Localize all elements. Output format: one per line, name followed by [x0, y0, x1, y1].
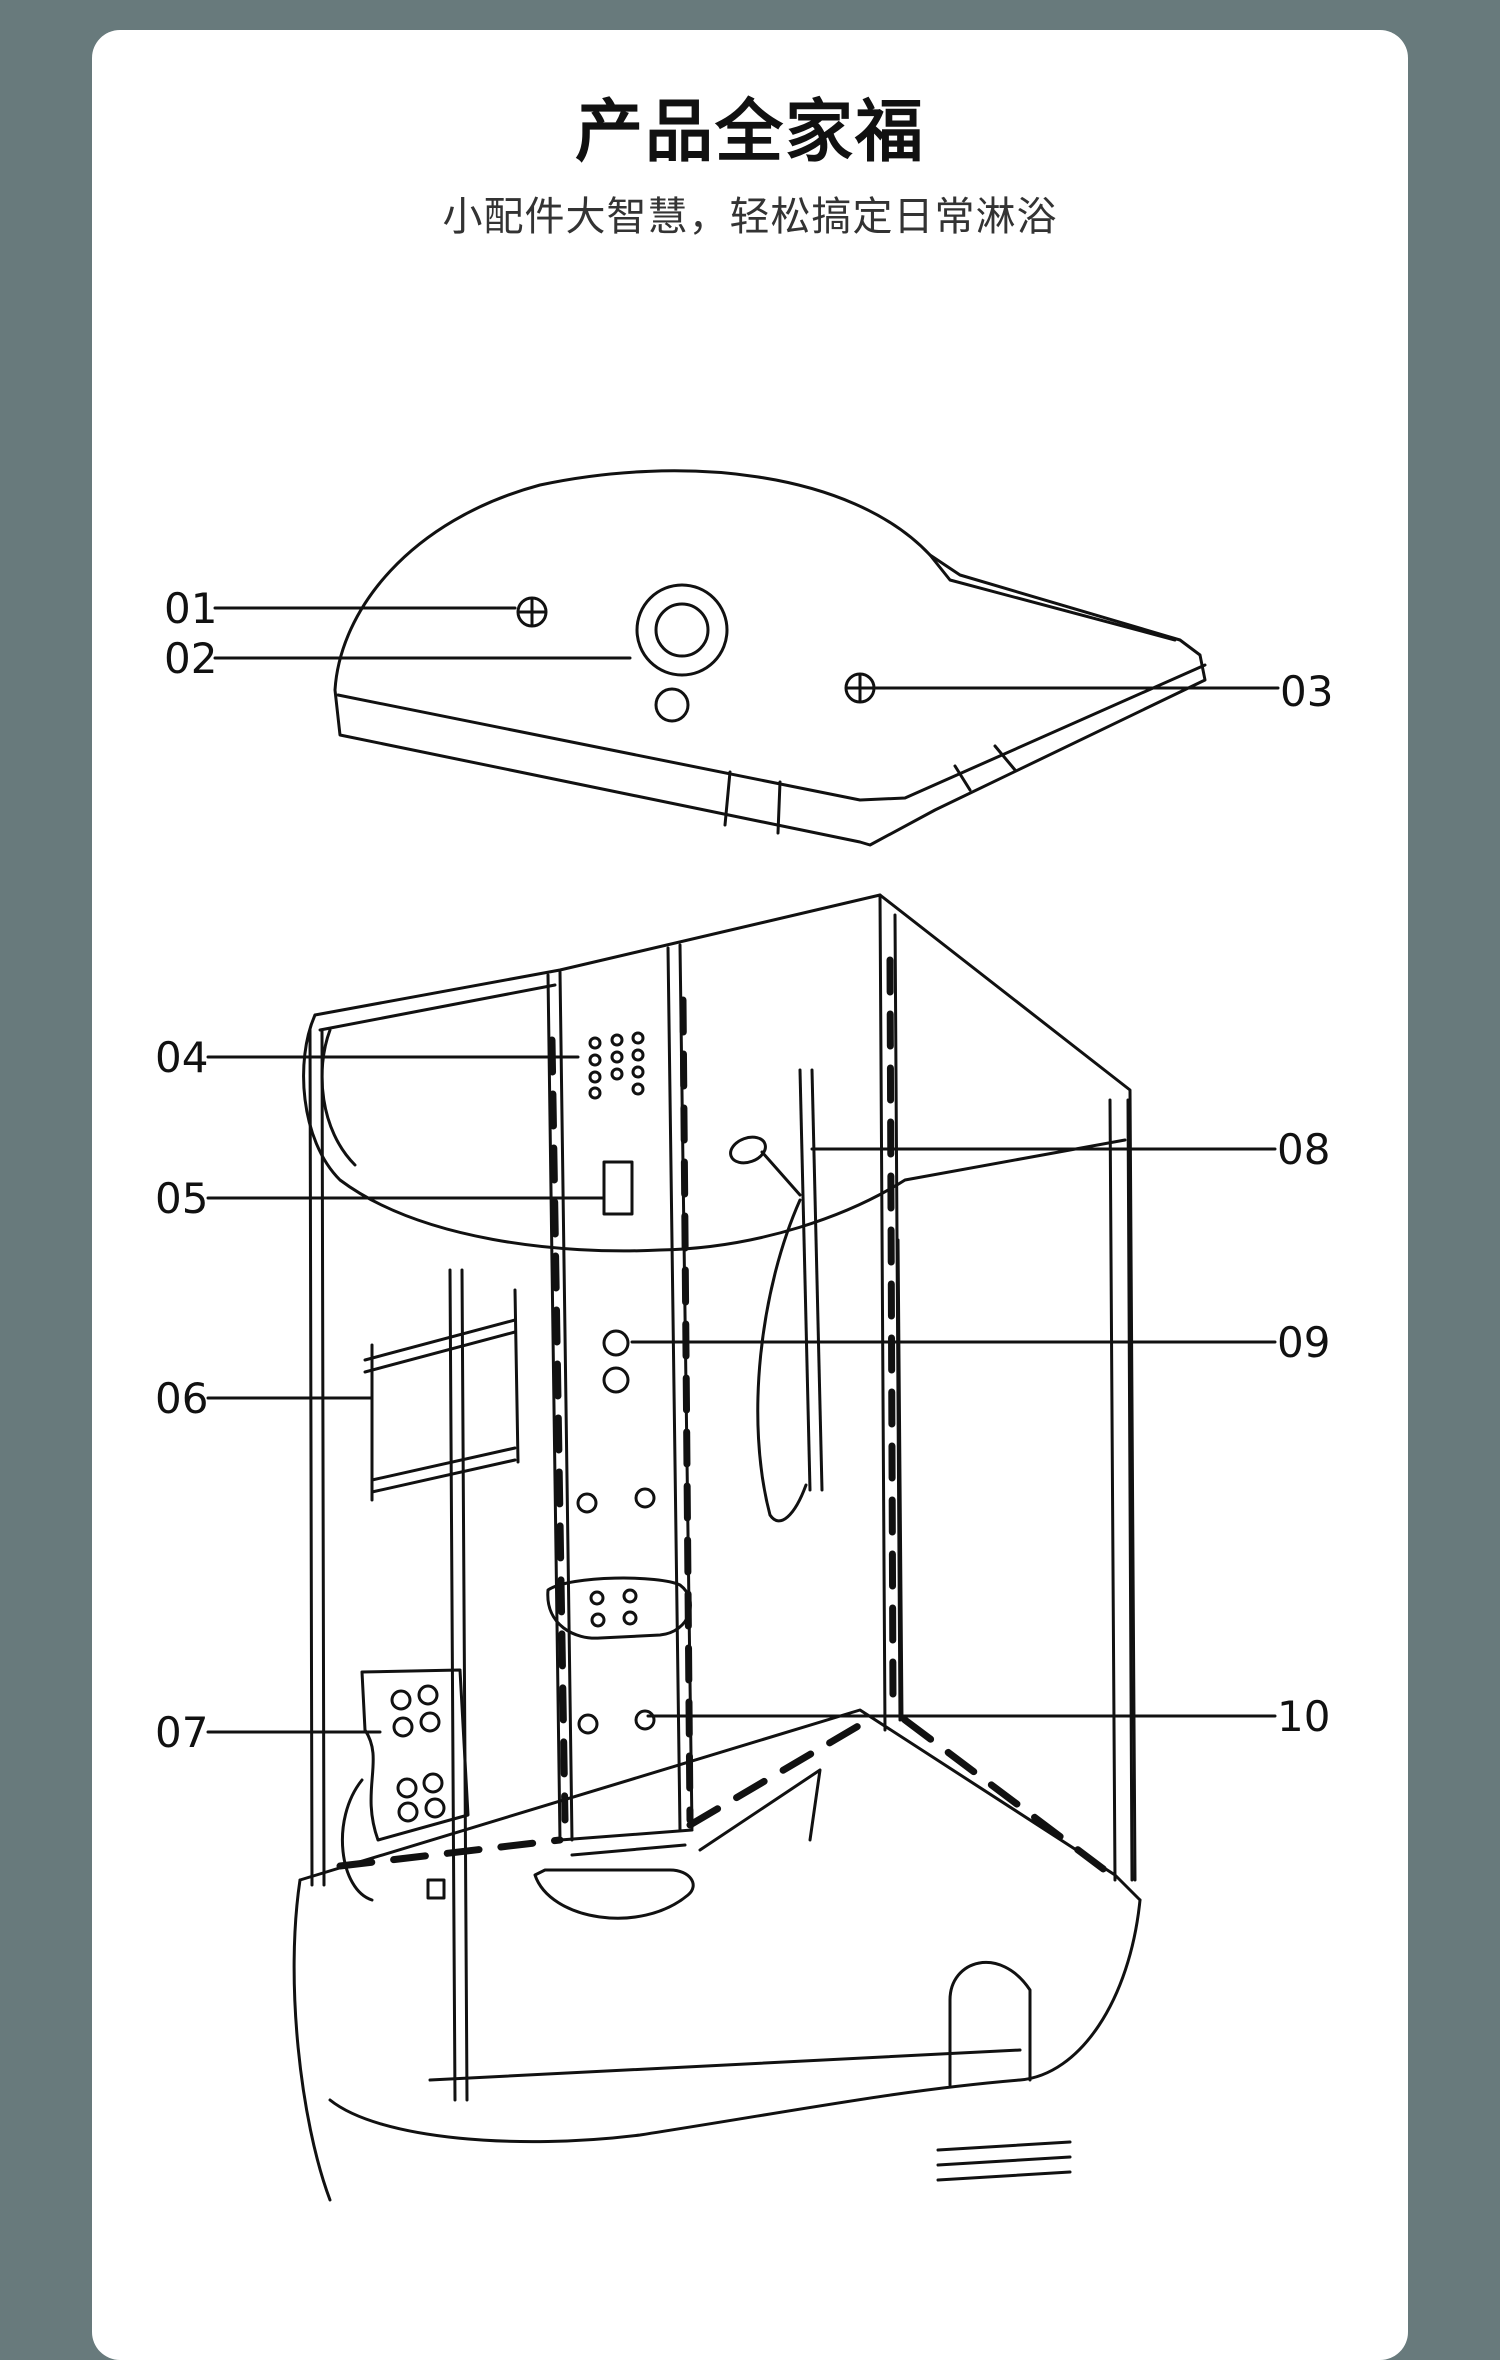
- jet: [590, 1612, 606, 1628]
- callout-label-05: 05: [155, 1174, 208, 1223]
- seal-dashes: [336, 956, 1122, 1884]
- page-subtitle: 小配件大智慧，轻松搞定日常淋浴: [442, 194, 1058, 240]
- tub-seat: [533, 1868, 695, 1920]
- callout-label-07: 07: [155, 1708, 208, 1757]
- roof-control-panel: [635, 583, 729, 677]
- leader-lines: [206, 606, 1280, 1734]
- spray-nozzles: [588, 1031, 645, 1100]
- jet: [589, 1590, 605, 1606]
- seat-jet-panel: [341, 1668, 470, 1902]
- callout-label-01: 01: [164, 584, 217, 633]
- handheld-shower: [729, 1068, 824, 1523]
- cabin-frame: [302, 893, 1137, 2102]
- knob-lower: [602, 1366, 630, 1394]
- callout-labels: 01 02 03 04 05 06 07 08 09 10: [155, 584, 1333, 1757]
- callout-label-09: 09: [1277, 1318, 1330, 1367]
- page-title: 产品全家福: [574, 93, 925, 172]
- roof-light: [654, 687, 690, 723]
- jet: [622, 1610, 638, 1626]
- column-panel: [546, 943, 694, 1857]
- callout-label-06: 06: [155, 1374, 208, 1423]
- display-screen: [602, 1160, 634, 1216]
- jet: [576, 1492, 598, 1514]
- roof-panel: [333, 469, 1207, 847]
- knob-upper: [602, 1329, 630, 1357]
- base-tray: [292, 1708, 1142, 2202]
- callout-label-04: 04: [155, 1033, 208, 1082]
- callout-label-02: 02: [164, 634, 217, 683]
- roof-vent-left: [516, 596, 548, 628]
- jet: [577, 1713, 599, 1735]
- callout-label-10: 10: [1277, 1692, 1330, 1741]
- callout-label-08: 08: [1277, 1125, 1330, 1174]
- jet: [622, 1588, 638, 1604]
- jet: [634, 1709, 656, 1731]
- towel-rack: [363, 1288, 520, 1502]
- access-panel: [948, 1961, 1032, 2087]
- callout-label-03: 03: [1280, 667, 1333, 716]
- jet: [634, 1487, 656, 1509]
